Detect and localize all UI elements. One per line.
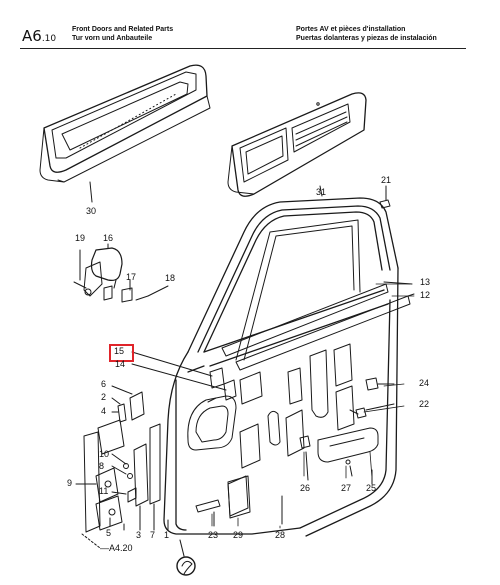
callout-A4-20: —A4.20 <box>100 543 133 553</box>
callout-5: 5 <box>106 528 112 538</box>
door-shell <box>163 197 399 537</box>
callout-17: 17 <box>126 272 137 282</box>
part-14-bracket <box>131 363 237 401</box>
door-trim-panel-31 <box>227 92 367 197</box>
part-23-clip <box>195 499 221 527</box>
callout-10: 10 <box>99 449 110 459</box>
section-code: A6.10 <box>22 27 57 45</box>
callout-8: 8 <box>99 461 105 471</box>
callout-9: 9 <box>67 478 73 488</box>
title-german: Tur vorn und Anbauteile <box>72 35 153 42</box>
window-strips <box>221 281 415 371</box>
callout-31: 31 <box>316 187 327 197</box>
callout-25: 25 <box>366 483 377 493</box>
callout-27: 27 <box>341 483 352 493</box>
hinge-assembly <box>75 385 169 549</box>
callout-29: 29 <box>233 530 244 540</box>
callout-14: 14 <box>115 359 126 369</box>
callout-2: 2 <box>101 392 107 402</box>
part-21-clip <box>379 185 391 209</box>
callout-24: 24 <box>419 378 430 388</box>
callout-30: 30 <box>86 206 97 216</box>
callout-6: 6 <box>101 379 107 389</box>
small-fastener-parts <box>299 377 395 481</box>
title-english: Front Doors and Related Parts <box>72 26 174 33</box>
callout-13: 13 <box>420 277 431 287</box>
part-29-pad <box>227 475 251 519</box>
callout-11: 11 <box>99 486 109 496</box>
callout-26: 26 <box>300 483 311 493</box>
title-french: Portes AV et pièces d'installation <box>296 26 406 33</box>
callout-16: 16 <box>103 233 114 243</box>
leader-lines <box>211 283 415 529</box>
callout-15: 15 <box>114 346 125 356</box>
callout-21: 21 <box>381 175 392 185</box>
callout-23: 23 <box>208 530 219 540</box>
door-inner-cutouts <box>187 343 359 517</box>
callout-3: 3 <box>136 530 142 540</box>
callout-19: 19 <box>75 233 86 243</box>
title-spanish: Puertas dolanteras y piezas de instalaci… <box>296 35 437 42</box>
header-rule <box>20 48 466 49</box>
highlight-box-15 <box>109 344 134 362</box>
callout-18: 18 <box>165 273 176 283</box>
callout-1: 1 <box>164 530 170 540</box>
door-trim-panel-30 <box>39 64 211 203</box>
callout-7: 7 <box>150 530 156 540</box>
callout-28: 28 <box>275 530 286 540</box>
callout-12: 12 <box>420 290 431 300</box>
bottom-seal-symbol <box>176 539 196 576</box>
callout-22: 22 <box>419 399 430 409</box>
callout-4: 4 <box>101 406 107 416</box>
handle-assembly-25 <box>317 427 379 485</box>
mirror-assembly <box>73 243 169 303</box>
